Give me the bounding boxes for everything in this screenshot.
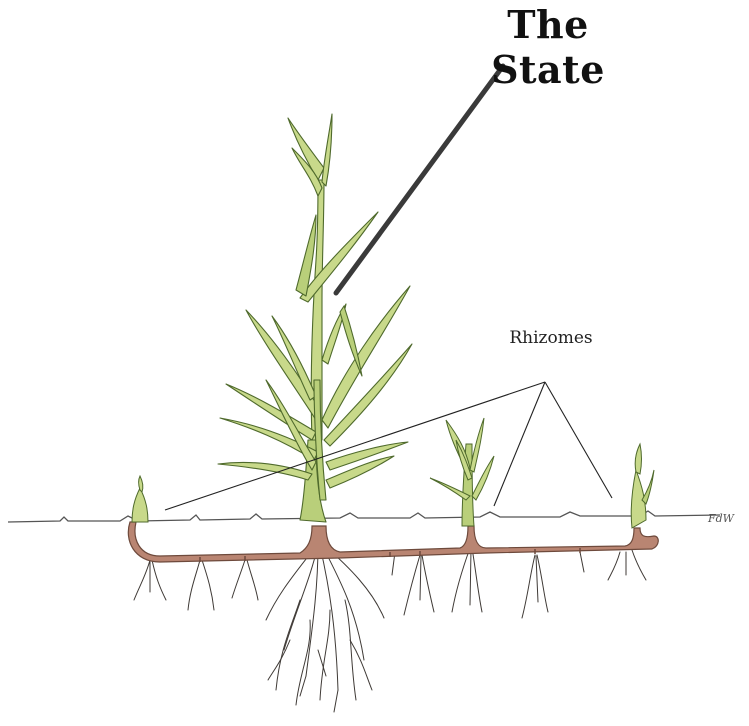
right-shoot — [631, 444, 654, 528]
roots — [134, 545, 646, 712]
rhizome — [128, 522, 658, 562]
artist-signature: FdW — [708, 512, 734, 525]
middle-shoot — [430, 418, 494, 526]
left-shoot — [132, 476, 148, 522]
ground-line — [8, 511, 720, 522]
title-pointer-line — [336, 66, 503, 293]
main-plant — [218, 114, 412, 522]
rhizomes-label: Rhizomes — [486, 328, 616, 348]
diagram-title: The State — [448, 2, 648, 92]
